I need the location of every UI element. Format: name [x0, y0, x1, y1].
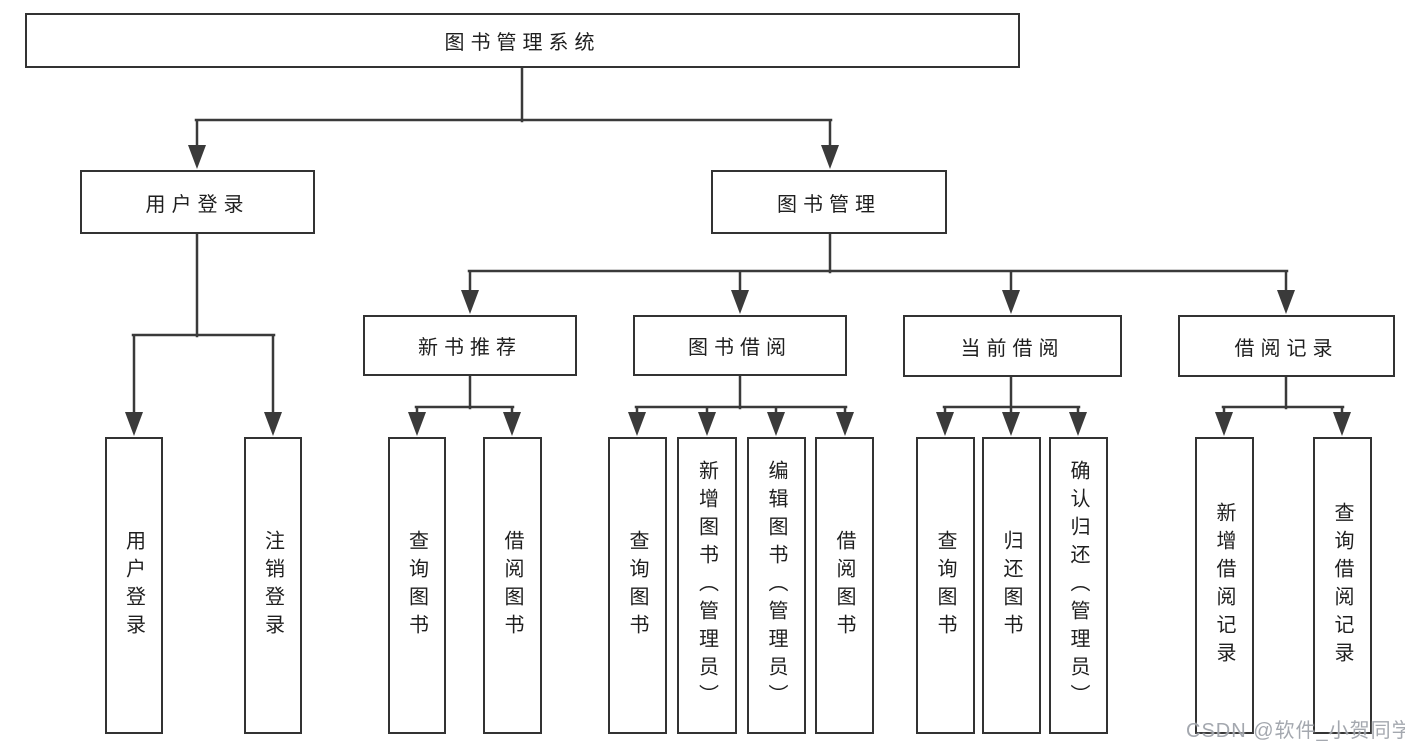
- leaf-borrow-books-recommend: 借阅图书: [483, 437, 542, 734]
- leaf-query-borrow-record: 查询借阅记录: [1313, 437, 1372, 734]
- node-new-book-recommend: 新书推荐: [363, 315, 577, 376]
- leaf-logout: 注销登录: [244, 437, 302, 734]
- node-current-borrow: 当前借阅: [903, 315, 1122, 377]
- leaf-add-books-admin: 新增图书（管理员）: [677, 437, 737, 734]
- leaf-user-login: 用户登录: [105, 437, 163, 734]
- node-borrow-record: 借阅记录: [1178, 315, 1395, 377]
- leaf-query-books-current: 查询图书: [916, 437, 975, 734]
- leaf-query-books-borrow: 查询图书: [608, 437, 667, 734]
- leaf-return-books: 归还图书: [982, 437, 1041, 734]
- leaf-add-borrow-record: 新增借阅记录: [1195, 437, 1254, 734]
- watermark: CSDN @软件_小贺同学: [1186, 720, 1405, 742]
- node-root: 图书管理系统: [25, 13, 1020, 68]
- node-book-borrow: 图书借阅: [633, 315, 847, 376]
- leaf-query-books-recommend: 查询图书: [388, 437, 446, 734]
- arrowheads: [125, 145, 1351, 436]
- node-book-management: 图书管理: [711, 170, 947, 234]
- node-user-login: 用户登录: [80, 170, 315, 234]
- leaf-confirm-return-admin: 确认归还（管理员）: [1049, 437, 1108, 734]
- leaf-borrow-books: 借阅图书: [815, 437, 874, 734]
- leaf-edit-books-admin: 编辑图书（管理员）: [747, 437, 806, 734]
